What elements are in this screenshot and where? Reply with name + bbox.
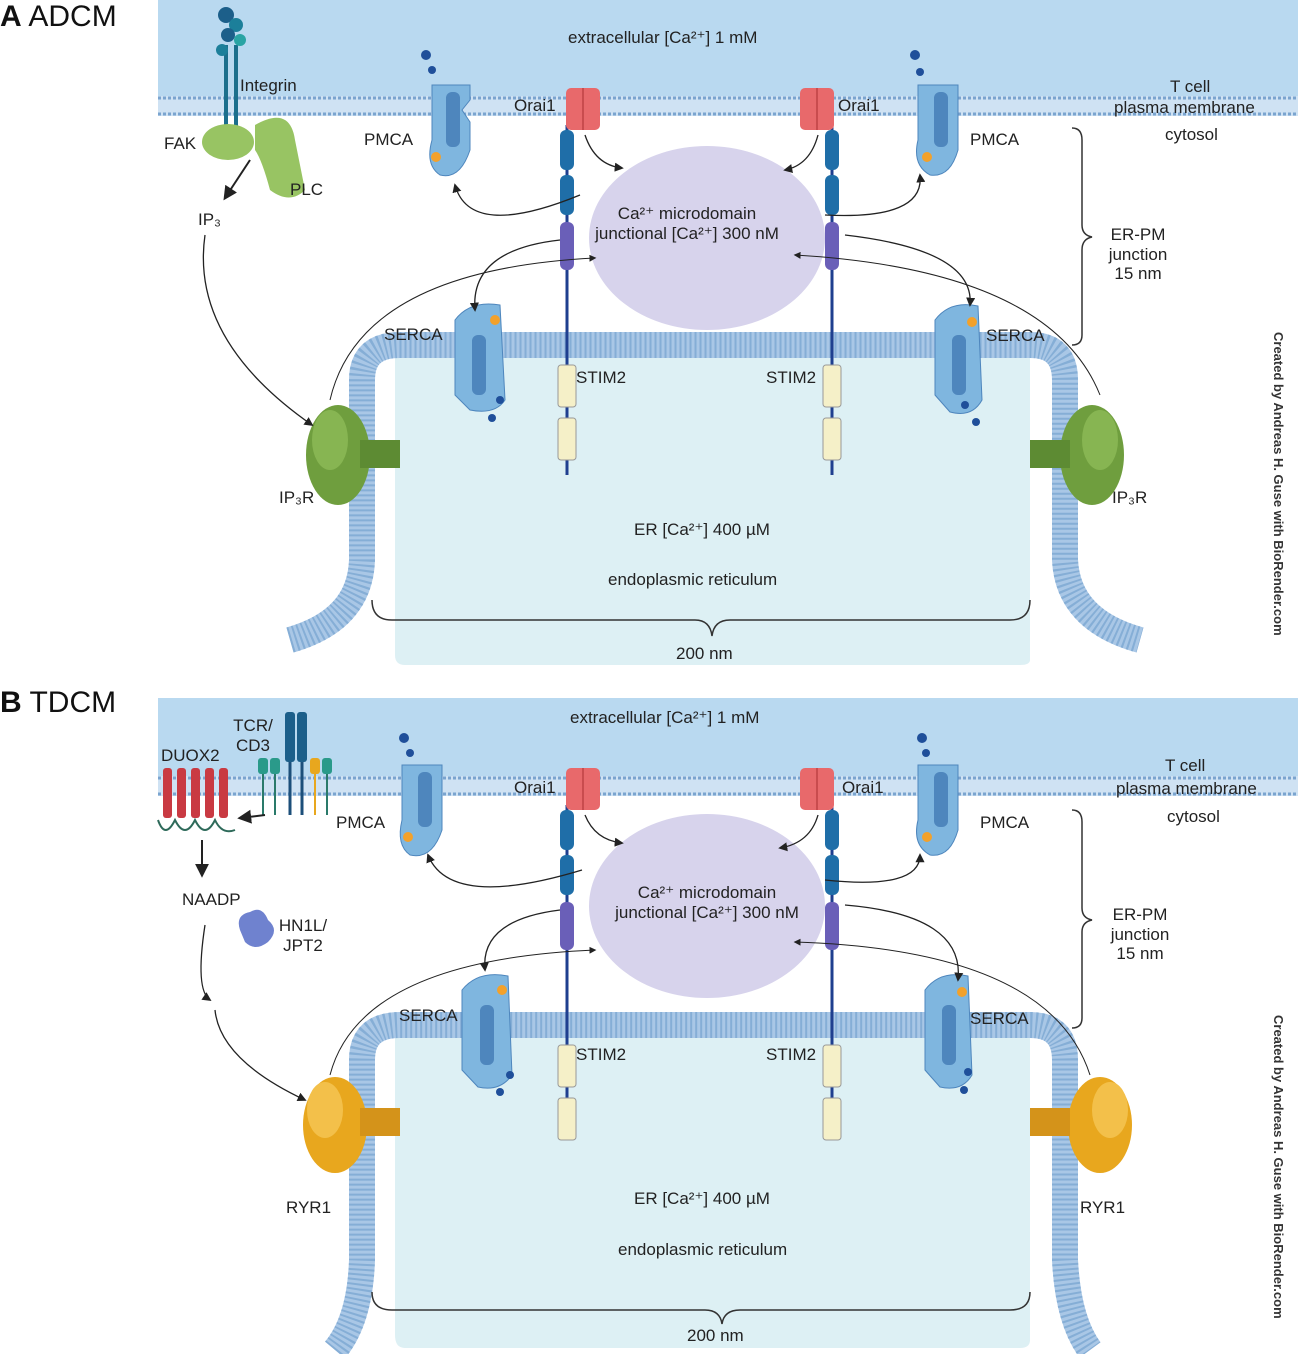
serca-right-label: SERCA (986, 326, 1045, 345)
duox2-shape (157, 768, 236, 833)
stim2-right-label: STIM2 (766, 1045, 817, 1064)
panel-a-drawing (158, 0, 1298, 665)
panel-a: A ADCM extracellular [Ca²⁺] 1 mM T cell … (0, 0, 1298, 665)
er-ca-label: ER [Ca²⁺] 400 µM (634, 520, 770, 539)
tcell-label: T cell (1170, 77, 1211, 96)
pmca-right-shape (910, 50, 959, 176)
stim2-right-shape (822, 125, 842, 475)
junction-label: ER-PM junction 15 nm (1110, 905, 1170, 964)
extracellular-region (158, 0, 1298, 98)
extracellular-label: extracellular [Ca²⁺] 1 mM (568, 28, 758, 47)
er-ca-label: ER [Ca²⁺] 400 µM (634, 1189, 770, 1208)
orai1-right-label: Orai1 (842, 778, 884, 797)
ca-microdomain (589, 814, 825, 998)
flux-arrows (202, 134, 1101, 427)
orai1-left-shape (566, 88, 600, 130)
stim2-right-label: STIM2 (766, 368, 817, 387)
panel-b: B TDCM extracellular [Ca²⁺] 1 mM T cell … (0, 680, 1298, 1354)
width-brace (371, 1291, 1031, 1325)
stim2-left-shape (557, 125, 577, 475)
ip3r-left-label: IP₃R (279, 488, 315, 507)
width-label: 200 nm (676, 644, 733, 663)
er-name-label: endoplasmic reticulum (608, 570, 778, 589)
ip3r-left-shape (306, 405, 400, 505)
pmca-left-label: PMCA (336, 813, 386, 832)
microdomain-label: Ca²⁺ microdomain junctional [Ca²⁺] 300 n… (595, 204, 779, 243)
credit-text: Created by Andreas H. Guse with BioRende… (1271, 332, 1286, 636)
width-label: 200 nm (687, 1326, 744, 1345)
width-brace (371, 599, 1031, 637)
serca-left-label: SERCA (384, 325, 443, 344)
extracellular-label: extracellular [Ca²⁺] 1 mM (570, 708, 760, 727)
ip3r-right-label: IP₃R (1112, 488, 1148, 507)
integrin-shape (216, 7, 246, 128)
orai1-left-shape (566, 768, 600, 810)
ip3-label: IP₃ (198, 210, 221, 229)
credit-text: Created by Andreas H. Guse with BioRende… (1271, 1015, 1286, 1319)
er-membrane (324, 1012, 1101, 1354)
tcell-label: T cell (1165, 756, 1206, 775)
fak-plc-shape (202, 117, 305, 198)
extracellular-region (158, 698, 1298, 778)
tcr-cd3-shape (258, 712, 332, 815)
flux-arrows (195, 809, 1091, 1102)
serca-left-shape (461, 974, 514, 1096)
duox2-label: DUOX2 (161, 746, 220, 765)
cytosol-label: cytosol (1165, 125, 1218, 144)
plasma-membrane-label: plasma membrane (1114, 98, 1255, 117)
panel-b-drawing (157, 698, 1298, 1354)
cytosol-label: cytosol (1167, 807, 1220, 826)
pmca-left-shape (421, 50, 471, 177)
pmca-left-shape (399, 733, 443, 857)
serca-right-shape (924, 974, 973, 1094)
plasma-membrane-label: plasma membrane (1116, 779, 1257, 798)
stim2-right-shape (822, 805, 842, 1141)
pmca-right-shape (916, 733, 959, 856)
orai1-left-label: Orai1 (514, 778, 556, 797)
fak-label: FAK (164, 134, 197, 153)
pmca-right-label: PMCA (980, 813, 1030, 832)
panel-b-title: B TDCM (0, 686, 117, 719)
hn1l-jpt2-shape (238, 909, 274, 947)
serca-right-shape (934, 304, 983, 426)
pmca-left-label: PMCA (364, 130, 414, 149)
ryr1-right-label: RYR1 (1080, 1198, 1126, 1217)
integrin-label: Integrin (240, 76, 297, 95)
orai1-left-label: Orai1 (514, 96, 556, 115)
hn1l-jpt2-label: HN1L/ JPT2 (278, 916, 328, 955)
plc-label: PLC (290, 180, 324, 199)
microdomain-label: Ca²⁺ microdomain junctional [Ca²⁺] 300 n… (615, 883, 799, 922)
serca-right-label: SERCA (970, 1009, 1029, 1028)
panel-a-title: A ADCM (0, 0, 117, 33)
stim2-left-label: STIM2 (576, 1045, 627, 1064)
ryr1-left-label: RYR1 (286, 1198, 332, 1217)
serca-left-shape (454, 303, 506, 422)
stim2-left-label: STIM2 (576, 368, 627, 387)
orai1-right-shape (800, 768, 834, 810)
tcr-cd3-label: TCR/ CD3 (233, 716, 273, 755)
ca-microdomain (589, 146, 825, 330)
plasma-membrane (158, 776, 1298, 796)
junction-label: ER-PM junction 15 nm (1108, 225, 1168, 284)
er-name-label: endoplasmic reticulum (618, 1240, 788, 1259)
ryr1-left-shape (303, 1077, 400, 1173)
serca-left-label: SERCA (399, 1006, 458, 1025)
orai1-right-shape (800, 88, 834, 130)
ip3r-right-shape (1030, 405, 1124, 505)
pmca-right-label: PMCA (970, 130, 1020, 149)
orai1-right-label: Orai1 (838, 96, 880, 115)
er-lumen (395, 1025, 1030, 1348)
junction-brace (1071, 127, 1093, 346)
er-lumen (395, 345, 1030, 665)
naadp-label: NAADP (182, 890, 241, 909)
junction-brace (1071, 809, 1093, 1029)
ryr1-right-shape (1030, 1077, 1132, 1173)
